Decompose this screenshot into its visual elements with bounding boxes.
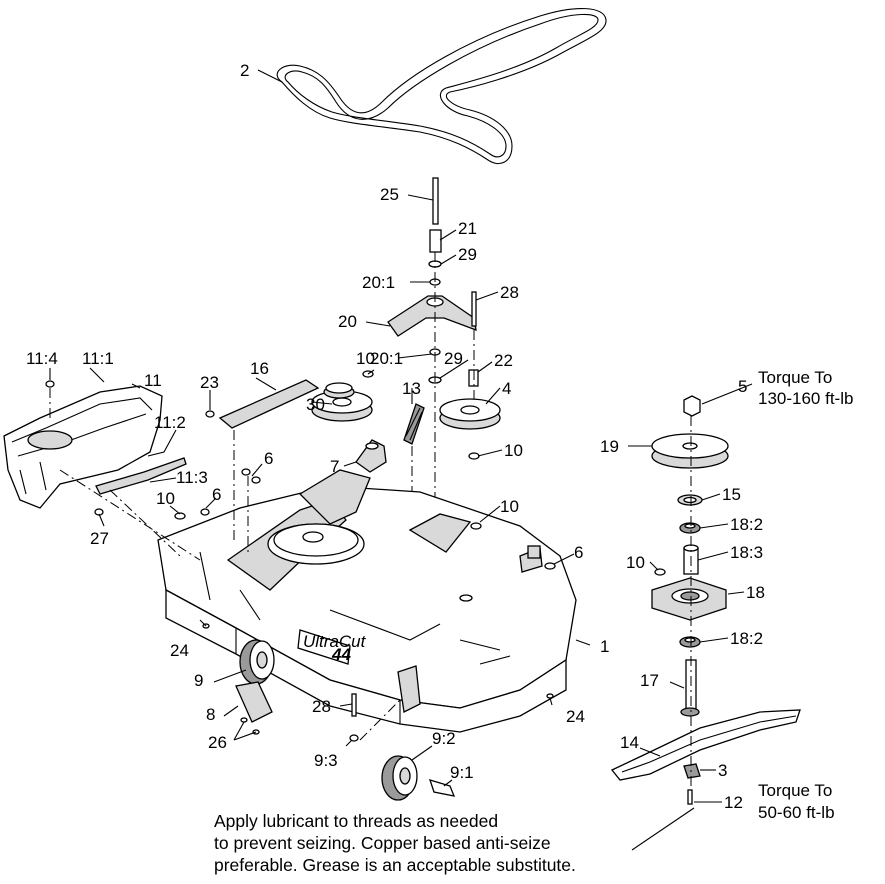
- label-12: 12: [724, 793, 743, 812]
- torque-upper-line2: 130-160 ft-lb: [758, 389, 853, 408]
- label-3: 3: [718, 761, 727, 780]
- deck-badge-size: 44: [331, 645, 351, 664]
- label-9-3: 9:3: [314, 751, 338, 770]
- label-9-1: 9:1: [450, 763, 474, 782]
- deck-badge-brand: UltraCut: [303, 632, 367, 651]
- label-10a: 10: [356, 349, 375, 368]
- label-16: 16: [250, 359, 269, 378]
- label-20: 20: [338, 312, 357, 331]
- label-11-3: 11:3: [176, 468, 208, 487]
- label-23: 23: [200, 373, 219, 392]
- label-25: 25: [380, 185, 399, 204]
- label-28b: 28: [312, 697, 331, 716]
- idler-pulleys: [311, 370, 501, 500]
- label-15: 15: [722, 485, 741, 504]
- label-30: 30: [306, 395, 325, 414]
- note-line2: to prevent seizing. Copper based anti-se…: [214, 833, 551, 853]
- label-28a: 28: [500, 283, 519, 302]
- label-11: 11: [144, 371, 162, 390]
- label-14: 14: [620, 733, 639, 752]
- label-18-2a: 18:2: [730, 515, 763, 534]
- label-27: 27: [90, 529, 109, 548]
- label-9: 9: [194, 671, 203, 690]
- note-line1: Apply lubricant to threads as needed: [214, 811, 498, 831]
- label-19: 19: [600, 437, 619, 456]
- label-10d: 10: [156, 489, 175, 508]
- torque-lower-line2: 50-60 ft-lb: [758, 803, 835, 822]
- idler-bracket-assembly: [387, 177, 479, 510]
- label-18: 18: [746, 583, 765, 602]
- label-6a: 6: [264, 449, 273, 468]
- label-6b: 6: [212, 485, 221, 504]
- baffle-plate: [205, 379, 320, 556]
- label-20-1b: 20:1: [370, 349, 403, 368]
- label-20-1a: 20:1: [362, 273, 395, 292]
- note-line3: preferable. Grease is an acceptable subs…: [214, 855, 576, 875]
- label-13: 13: [402, 379, 421, 398]
- torque-upper-line1: Torque To: [758, 368, 832, 387]
- label-22: 22: [494, 351, 513, 370]
- label-11-1: 11:1: [82, 349, 114, 368]
- label-2: 2: [240, 61, 249, 80]
- label-9-2: 9:2: [432, 729, 456, 748]
- label-24b: 24: [566, 707, 585, 726]
- torque-lower-line1: Torque To: [758, 781, 832, 800]
- label-24a: 24: [170, 641, 189, 660]
- label-18-3: 18:3: [730, 543, 763, 562]
- belt-cover: [3, 380, 210, 561]
- label-18-2b: 18:2: [730, 629, 763, 648]
- part-labels: 2 25 21 29 20:1 28 20 10 20:1 29 22 13 4…: [26, 61, 765, 812]
- drive-belt: [276, 7, 607, 164]
- torque-callout-upper: Torque To 130-160 ft-lb: [758, 368, 853, 408]
- label-17: 17: [640, 671, 659, 690]
- anti-scalp-wheels: [202, 623, 554, 801]
- label-4: 4: [502, 379, 511, 398]
- torque-callout-lower: Torque To 50-60 ft-lb: [758, 781, 835, 822]
- label-1: 1: [600, 637, 609, 656]
- label-7: 7: [330, 457, 339, 476]
- blade-spindle-assembly: [610, 395, 801, 805]
- deck-badge: UltraCut 44: [297, 629, 367, 665]
- label-11-2: 11:2: [154, 413, 186, 432]
- label-21: 21: [458, 219, 477, 238]
- leader-lines: [49, 69, 753, 851]
- label-6c: 6: [574, 543, 583, 562]
- label-29b: 29: [444, 349, 463, 368]
- label-11-4: 11:4: [26, 349, 58, 368]
- label-10b: 10: [504, 441, 523, 460]
- label-10e: 10: [626, 553, 645, 572]
- label-5: 5: [738, 377, 747, 396]
- lubricant-note: Apply lubricant to threads as needed to …: [214, 811, 576, 875]
- label-29a: 29: [458, 245, 477, 264]
- mower-deck-shell: UltraCut 44: [157, 469, 577, 733]
- label-10c: 10: [500, 497, 519, 516]
- label-26: 26: [208, 733, 227, 752]
- label-8: 8: [206, 705, 215, 724]
